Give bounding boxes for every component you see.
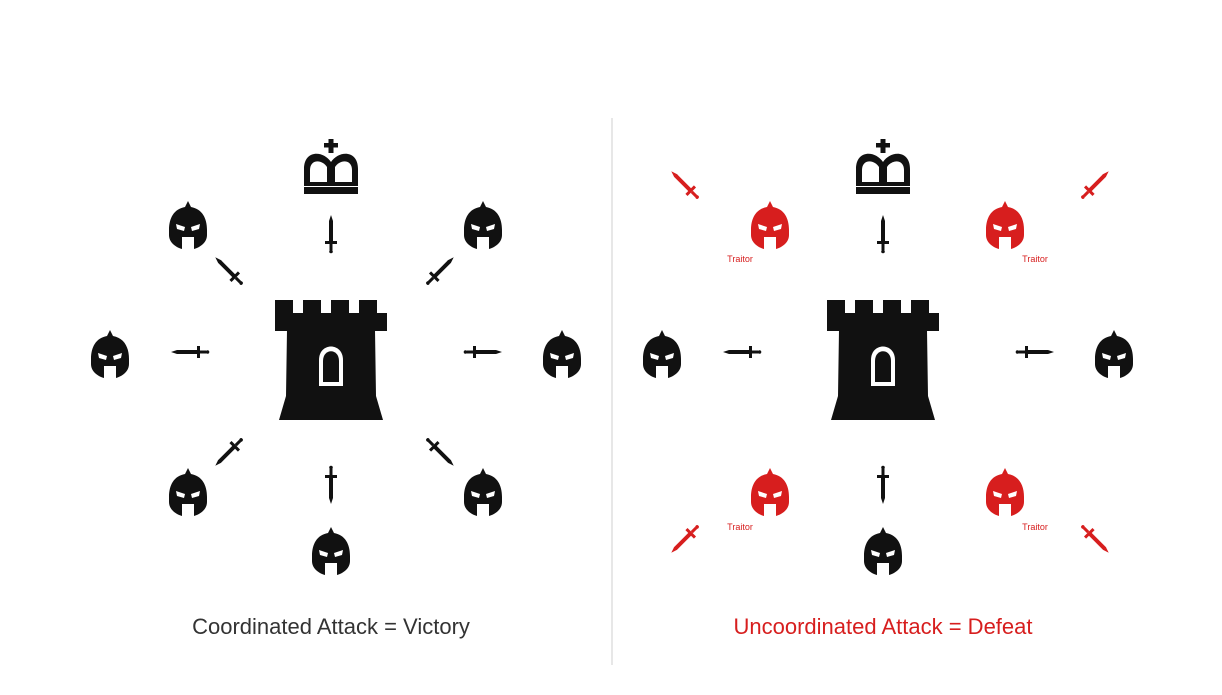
knight-helmet-icon <box>986 201 1024 249</box>
traitor-label: Traitor <box>1022 254 1048 264</box>
coordinated-panel <box>91 139 581 575</box>
knight-helmet-icon <box>751 468 789 516</box>
sword-icon <box>723 346 762 358</box>
sword-icon <box>211 434 247 470</box>
traitor-label: Traitor <box>1022 522 1048 532</box>
sword-icon <box>211 253 247 289</box>
sword-icon <box>325 215 337 254</box>
crown-icon <box>856 139 910 194</box>
sword-icon <box>1077 167 1113 203</box>
sword-icon <box>667 167 703 203</box>
sword-icon <box>1077 521 1113 557</box>
castle-tower-icon <box>275 300 387 420</box>
sword-icon <box>422 253 458 289</box>
defeat-caption: Uncoordinated Attack = Defeat <box>733 614 1033 639</box>
knight-helmet-icon <box>986 468 1024 516</box>
knight-helmet-icon <box>169 201 207 249</box>
knight-helmet-icon <box>464 201 502 249</box>
sword-icon <box>667 521 703 557</box>
traitor-label: Traitor <box>727 254 753 264</box>
sword-icon <box>463 346 502 358</box>
knight-helmet-icon <box>864 527 902 575</box>
uncoordinated-panel <box>643 139 1133 575</box>
crown-icon <box>304 139 358 194</box>
sword-icon <box>877 215 889 254</box>
castle-tower-icon <box>827 300 939 420</box>
knight-helmet-icon <box>312 527 350 575</box>
sword-icon <box>171 346 210 358</box>
sword-icon <box>325 465 337 504</box>
knight-helmet-icon <box>751 201 789 249</box>
knight-helmet-icon <box>643 330 681 378</box>
knight-helmet-icon <box>464 468 502 516</box>
sword-icon <box>1015 346 1054 358</box>
traitor-label: Traitor <box>727 522 753 532</box>
knight-helmet-icon <box>543 330 581 378</box>
knight-helmet-icon <box>169 468 207 516</box>
knight-helmet-icon <box>1095 330 1133 378</box>
knight-helmet-icon <box>91 330 129 378</box>
victory-caption: Coordinated Attack = Victory <box>192 614 470 639</box>
sword-icon <box>877 465 889 504</box>
sword-icon <box>422 434 458 470</box>
